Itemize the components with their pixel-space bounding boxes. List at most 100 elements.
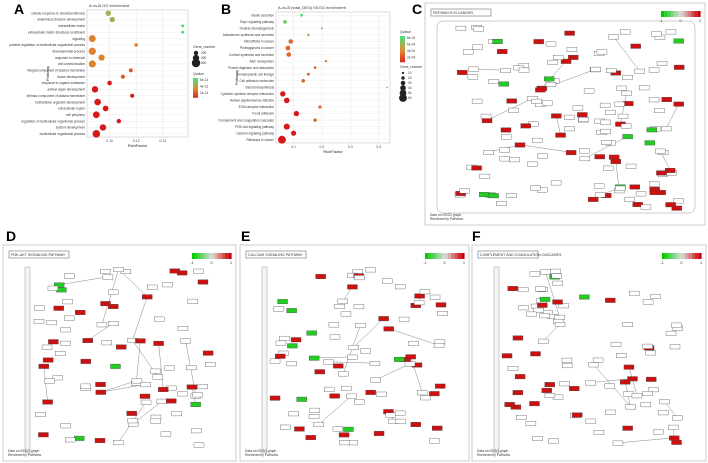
color-legend-swatch — [400, 49, 405, 52]
gene-node — [408, 341, 419, 346]
data-point — [92, 130, 101, 138]
gene-node — [429, 294, 441, 300]
gene-node — [644, 140, 656, 146]
gene-node — [457, 70, 468, 75]
gene-node — [579, 156, 591, 162]
gene-node — [601, 139, 612, 145]
x-tick-label: 0.14 — [159, 139, 166, 143]
gene-node — [640, 402, 651, 408]
gene-node — [404, 361, 416, 367]
x-tick-label: 0.10 — [106, 139, 113, 143]
gene-node — [488, 78, 499, 84]
scale-legend-swatch — [451, 253, 455, 259]
gene-node — [617, 113, 629, 119]
gene-node — [592, 357, 604, 363]
y-tick-label: multicellular organism development — [35, 100, 85, 104]
chart-title: A-vs-B (total_DEG) KEGG enrichment — [278, 5, 347, 10]
y-tick-label: Proteoglycans in cancer — [240, 46, 275, 50]
gene-node — [501, 134, 512, 140]
gene-node — [394, 410, 406, 416]
gene-node — [42, 399, 53, 405]
gene-node — [648, 97, 660, 103]
gene-node — [548, 438, 559, 444]
gene-node — [333, 363, 344, 369]
gene-node — [518, 305, 529, 311]
gene-node — [197, 279, 209, 285]
gene-node — [190, 402, 201, 407]
gene-node — [560, 58, 572, 64]
gene-node — [420, 395, 431, 401]
gene-node — [108, 321, 119, 326]
gene-node — [382, 278, 393, 284]
data-point — [324, 59, 328, 63]
x-tick-label: 0.3 — [348, 145, 353, 149]
plot-area — [86, 9, 189, 138]
gene-node — [622, 425, 633, 431]
gene-node — [545, 41, 557, 47]
color-legend-swatch — [193, 82, 198, 85]
gene-node — [329, 393, 340, 399]
scale-legend-swatch — [674, 11, 678, 17]
gene-node — [646, 376, 657, 382]
pathway-edge — [328, 361, 375, 364]
gene-node — [555, 132, 566, 138]
gene-node — [492, 39, 503, 44]
y-tick-label: Cell adhesion molecules — [239, 79, 274, 83]
gene-node — [142, 294, 153, 300]
gene-node — [140, 382, 151, 388]
gene-node — [599, 102, 611, 108]
gene-node — [594, 192, 606, 198]
size-legend-label: 10 — [408, 71, 412, 75]
pathway-title-box — [477, 250, 539, 259]
data-point — [120, 74, 125, 79]
gene-node — [671, 322, 682, 328]
scale-legend-swatch — [434, 253, 439, 259]
cell-membrane — [24, 266, 31, 454]
gene-node — [410, 422, 421, 427]
gene-node — [108, 304, 119, 309]
gene-node — [673, 101, 684, 107]
scale-legend-swatch — [198, 253, 202, 259]
scale-legend-swatch — [697, 11, 701, 17]
gene-node — [625, 163, 637, 169]
gene-node — [668, 435, 680, 441]
y-tick-label: Calcium signaling pathway — [236, 131, 274, 135]
gene-node — [332, 426, 344, 432]
data-point — [94, 98, 101, 106]
gene-node — [550, 180, 562, 186]
gene-node — [471, 165, 482, 171]
gene-node — [616, 352, 627, 358]
gene-node — [642, 391, 653, 396]
gene-node — [624, 196, 635, 202]
scale-legend-swatch — [678, 253, 682, 259]
scale-legend-tick: -1 — [660, 260, 664, 265]
scale-legend-swatch — [684, 11, 688, 17]
y-tick-label: ECM-receptor interaction — [239, 105, 275, 109]
gene-node — [530, 351, 541, 357]
gene-node — [202, 350, 214, 356]
pathway-title-box — [8, 250, 70, 259]
y-tick-label: tissue development — [58, 75, 86, 79]
y-tick-label: cell periphery — [66, 113, 85, 117]
gene-node — [532, 137, 543, 143]
scale-legend-swatch — [215, 253, 219, 259]
gene-node — [205, 362, 216, 367]
gene-node — [308, 355, 320, 361]
gene-node — [608, 154, 620, 160]
data-point — [290, 130, 297, 136]
color-legend-swatch — [193, 87, 198, 90]
gene-node — [665, 202, 676, 208]
scale-legend-swatch — [681, 253, 686, 259]
gene-node — [393, 356, 405, 362]
scale-legend-swatch — [425, 253, 429, 259]
gene-node — [479, 192, 490, 197]
gene-node — [286, 308, 297, 314]
pathway-edge — [158, 343, 164, 390]
gene-node — [654, 108, 665, 114]
gene-node — [339, 440, 350, 446]
y-tick-label: Insulin secretion — [251, 13, 274, 17]
plot-area — [275, 11, 391, 144]
gene-node — [471, 98, 483, 104]
gene-node — [593, 183, 605, 189]
color-legend-title: Qvalue — [400, 30, 411, 34]
